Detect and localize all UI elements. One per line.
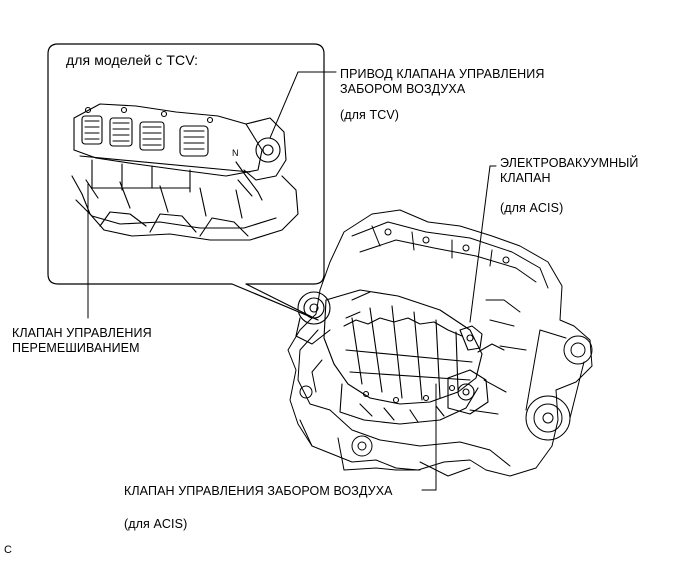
inset-frame: [47, 43, 325, 321]
engine-block-drawing: [287, 209, 593, 477]
intake-manifold-drawing: [295, 289, 505, 425]
callout-tcv-actuator-note: (для TCV): [340, 108, 400, 122]
callout-tcv-actuator-line2: ЗАБОРОМ ВОЗДУХА: [340, 82, 466, 96]
callout-tcv-actuator-line1: ПРИВОД КЛАПАНА УПРАВЛЕНИЯ: [340, 67, 545, 81]
callout-acis-valve-line1: КЛАПАН УПРАВЛЕНИЯ ЗАБОРОМ ВОЗДУХА: [124, 484, 393, 498]
callout-acis-valve-note: (для ACIS): [124, 517, 188, 531]
callout-mixing-valve-line1: КЛАПАН УПРАВЛЕНИЯ: [12, 326, 152, 340]
callout-vsv-note: (для ACIS): [500, 201, 564, 215]
inset-manifold-drawing: N: [71, 103, 299, 241]
svg-text:N: N: [232, 148, 239, 158]
callout-mixing-valve-line2: ПЕРЕМЕШИВАНИЕМ: [12, 341, 140, 355]
callout-vsv-line2: КЛАПАН: [500, 171, 551, 185]
inset-title: для моделей с TCV:: [66, 52, 199, 68]
corner-mark: C: [4, 544, 12, 556]
leader-lines: [87, 71, 497, 491]
callout-vsv-line1: ЭЛЕКТРОВАКУУМНЫЙ: [500, 156, 639, 170]
